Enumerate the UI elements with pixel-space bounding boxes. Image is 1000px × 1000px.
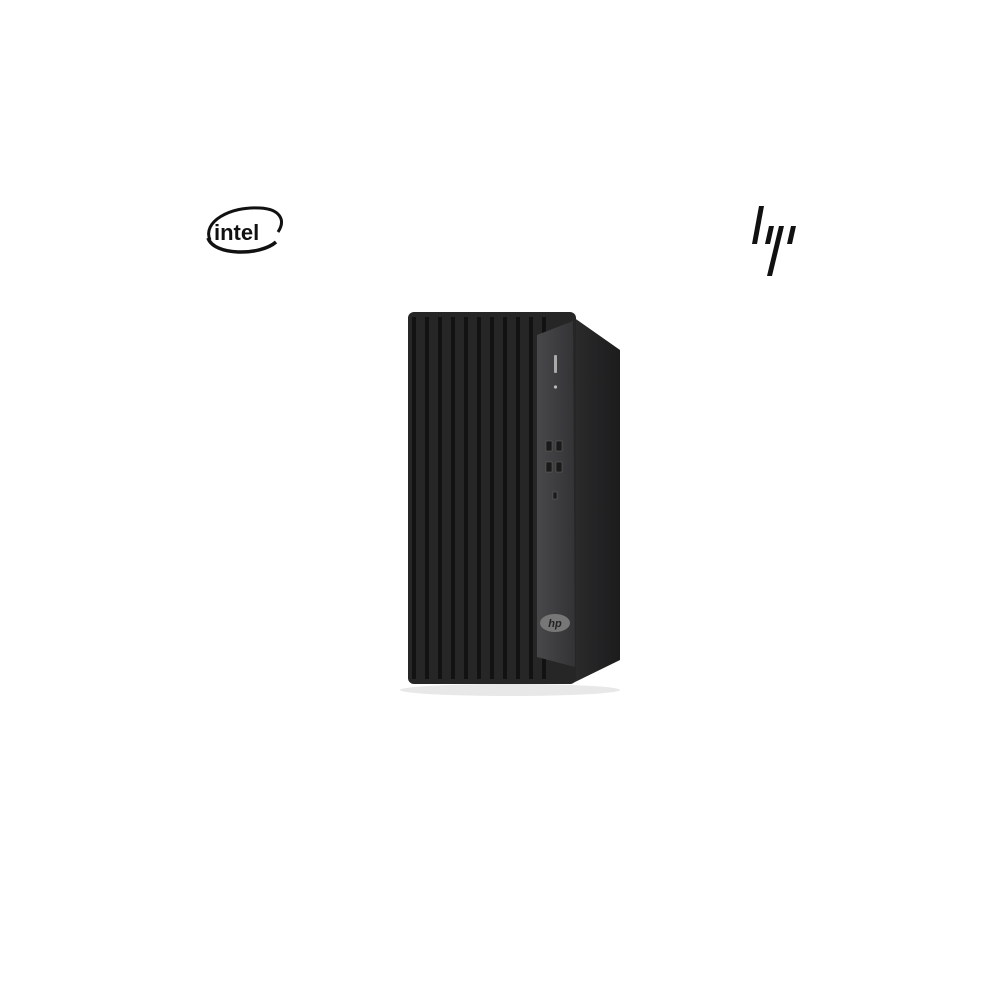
side-panel xyxy=(573,317,620,683)
desktop-tower-image: hp xyxy=(400,305,630,705)
power-button xyxy=(554,355,557,373)
hp-badge: hp xyxy=(540,614,570,632)
intel-logo: intel xyxy=(200,200,290,260)
vent-groove xyxy=(516,317,520,679)
vent-groove xyxy=(490,317,494,679)
svg-text:intel: intel xyxy=(214,220,259,245)
svg-text:hp: hp xyxy=(548,618,562,630)
vent-groove xyxy=(425,317,429,679)
vent-groove xyxy=(503,317,507,679)
hp-logo xyxy=(745,200,805,280)
audio-jack xyxy=(553,385,558,389)
vent-groove xyxy=(464,317,468,679)
vent-groove xyxy=(477,317,481,679)
usb-ports xyxy=(545,440,563,500)
vent-groove xyxy=(412,317,416,679)
vent-groove xyxy=(438,317,442,679)
vent-groove xyxy=(451,317,455,679)
vent-groove xyxy=(529,317,533,679)
